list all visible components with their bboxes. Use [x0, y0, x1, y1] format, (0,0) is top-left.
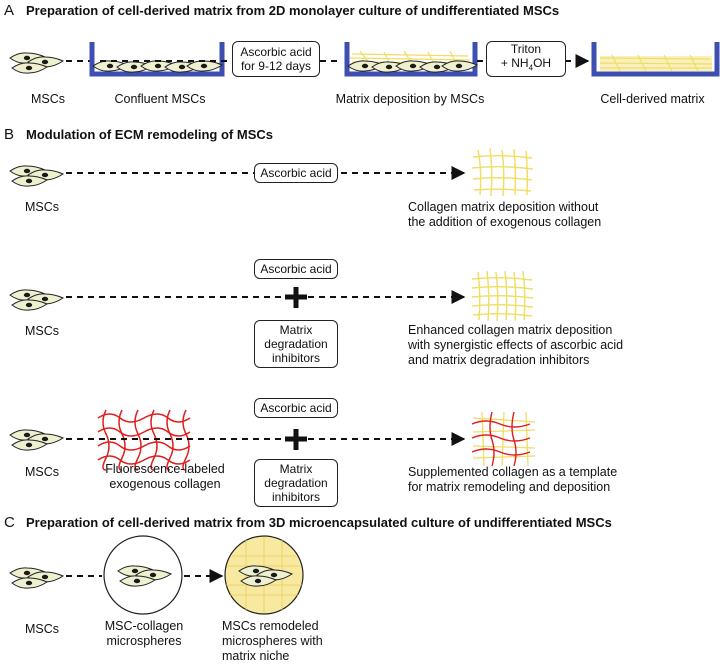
box-ascorbic-days: Ascorbic acid for 9-12 days [232, 41, 320, 77]
label-exogenous-collagen: Fluorescence-labeled exogenous collagen [105, 462, 225, 491]
label-mscs: MSCs [24, 200, 60, 214]
desc-row3: Supplemented collagen as a template for … [408, 465, 618, 494]
box-ascorbic-line2: for 9-12 days [240, 59, 312, 73]
label-mscs: MSCs [30, 92, 66, 106]
desc-row1: Collagen matrix deposition without the a… [408, 200, 602, 229]
label-mscs: MSCs [24, 324, 60, 338]
section-a-title: Preparation of cell-derived matrix from … [26, 3, 560, 18]
label-confluent-mscs: Confluent MSCs [114, 92, 206, 106]
label-cell-derived-matrix: Cell-derived matrix [600, 92, 705, 106]
box-mmp-inhibitors: Matrix degradation inhibitors [254, 320, 338, 368]
red-collagen-mesh-icon [97, 409, 191, 471]
section-c-title: Preparation of cell-derived matrix from … [26, 515, 612, 530]
triton-nh: + NH [500, 56, 529, 71]
dish-confluent-icon [89, 42, 225, 77]
label-remodeled-microspheres: MSCs remodeled microspheres with matrix … [222, 619, 323, 663]
section-b-letter: B [4, 126, 15, 143]
dish-matrix-icon [591, 42, 720, 77]
box-ascorbic-acid: Ascorbic acid [254, 163, 338, 183]
plus-icon [285, 429, 307, 450]
msc-cluster-icon [10, 53, 63, 73]
section-a-letter: A [4, 2, 15, 19]
box-triton: Triton + NH4OH [486, 41, 566, 77]
msc-cluster-icon [10, 430, 63, 450]
box-mmp-inhibitors: Matrix degradation inhibitors [254, 459, 338, 507]
msc-cluster-icon [10, 166, 63, 186]
box-ascorbic-acid: Ascorbic acid [254, 259, 338, 279]
remodeled-microsphere-icon [224, 535, 304, 615]
plus-icon [285, 287, 307, 308]
dish-deposition-icon [344, 42, 478, 77]
collagen-mesh-icon [471, 270, 534, 322]
box-triton-line2: + NH4OH [501, 56, 551, 75]
triton-subscript: 4 [528, 63, 534, 73]
label-mscs: MSCs [24, 465, 60, 479]
msc-cluster-icon [10, 568, 63, 588]
section-c-letter: C [4, 514, 15, 531]
collagen-microsphere-icon [103, 535, 183, 615]
triton-oh: OH [533, 56, 552, 71]
label-mscs: MSCs [24, 622, 60, 636]
mixed-collagen-mesh-icon [471, 411, 536, 467]
box-ascorbic-acid: Ascorbic acid [254, 398, 338, 418]
box-triton-line1: Triton [510, 42, 542, 57]
box-ascorbic-line1: Ascorbic acid [240, 45, 312, 59]
label-matrix-deposition: Matrix deposition by MSCs [335, 92, 485, 106]
msc-cluster-icon [10, 290, 63, 310]
label-msc-collagen-microspheres: MSC-collagen microspheres [104, 619, 184, 648]
section-b-title: Modulation of ECM remodeling of MSCs [26, 127, 273, 142]
collagen-mesh-icon [471, 147, 534, 197]
desc-row2: Enhanced collagen matrix deposition with… [408, 323, 624, 367]
